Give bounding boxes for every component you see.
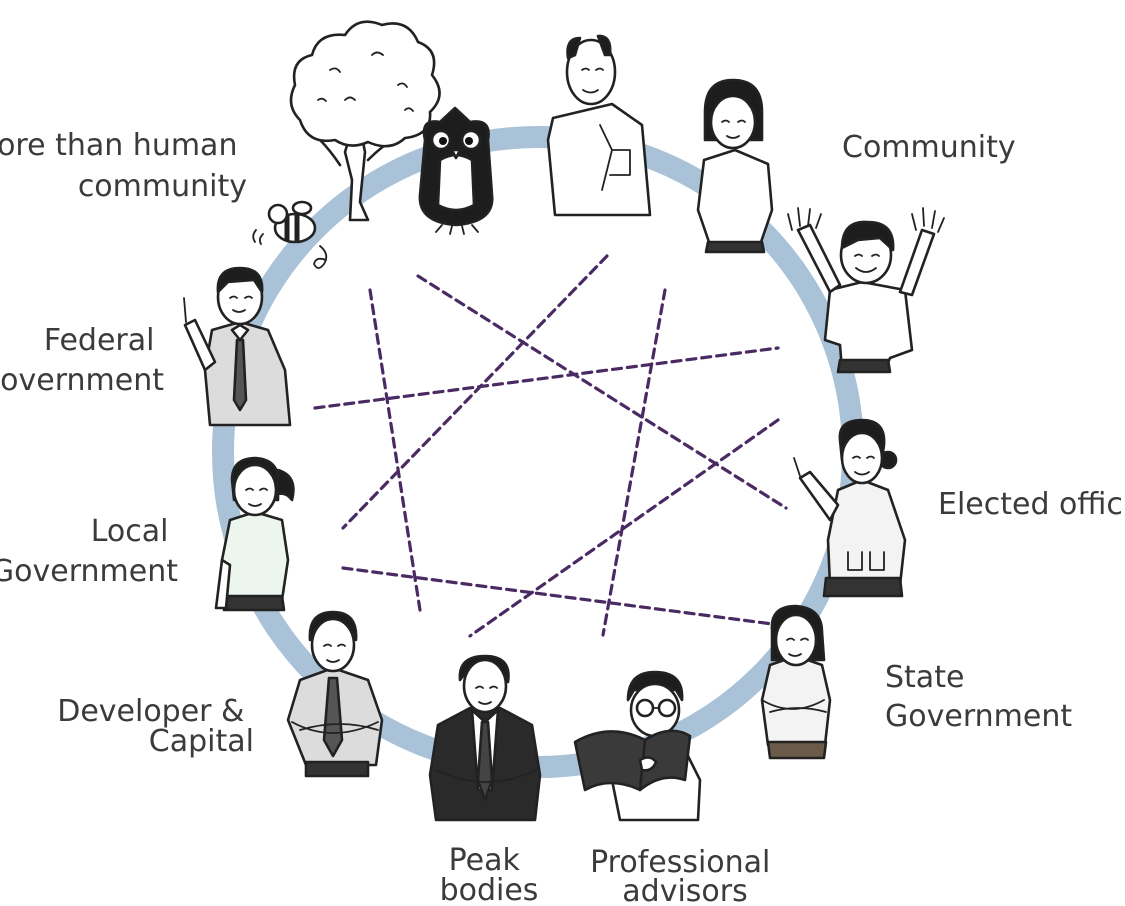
label-line: community xyxy=(78,169,247,204)
state-government-woman-illustration xyxy=(760,604,832,760)
label-developer-capital: Developer & Capital xyxy=(57,694,254,759)
label-state-government: State Government xyxy=(885,660,1072,734)
label-line: Community xyxy=(842,130,1016,165)
label-line: Government xyxy=(0,554,178,589)
connection-line xyxy=(313,346,780,410)
connection-line xyxy=(341,254,609,530)
label-more-than-human-community: More than human community xyxy=(0,128,247,204)
label-line: bodies xyxy=(440,873,539,906)
connection-line xyxy=(601,288,667,637)
label-line: State xyxy=(885,660,964,695)
label-line: Capital xyxy=(149,724,254,759)
label-federal-government: Federal Government xyxy=(0,323,164,398)
label-line: Developer & xyxy=(57,694,244,729)
label-line: Peak xyxy=(449,843,521,878)
bee-illustration xyxy=(252,200,328,269)
node-labels: More than human community Community Fede… xyxy=(0,128,1125,906)
label-line: Professional xyxy=(590,845,770,880)
label-line: advisors xyxy=(622,874,747,906)
woman-community-illustration xyxy=(696,78,774,254)
label-line: Local xyxy=(91,514,169,549)
developer-man-illustration xyxy=(286,610,384,778)
label-line: Government xyxy=(0,363,164,398)
label-local-government: Local Government xyxy=(0,514,178,589)
connection-line xyxy=(341,566,782,627)
connection-line xyxy=(416,274,788,510)
label-line: Federal xyxy=(44,323,155,358)
label-elected-official: Elected official xyxy=(938,487,1125,522)
elected-official-woman-illustration xyxy=(793,418,907,598)
label-peak-bodies: Peak bodies xyxy=(440,843,539,906)
label-community: Community xyxy=(842,130,1016,165)
local-government-woman-illustration xyxy=(214,456,295,612)
connection-lines xyxy=(313,254,788,638)
label-line: Elected official xyxy=(938,487,1125,522)
owl-illustration xyxy=(418,106,494,235)
tree-illustration xyxy=(289,20,441,222)
professional-advisor-illustration xyxy=(573,670,702,822)
connection-line xyxy=(368,288,422,612)
boy-cheering-illustration xyxy=(787,207,945,374)
label-line: More than human xyxy=(0,128,237,163)
label-professional-advisors: Professional advisors xyxy=(590,845,780,906)
elderly-man-illustration xyxy=(546,34,652,217)
federal-government-man-illustration xyxy=(183,266,292,427)
peak-bodies-man-illustration xyxy=(428,654,542,822)
label-line: Government xyxy=(885,699,1072,734)
connection-line xyxy=(468,418,780,638)
